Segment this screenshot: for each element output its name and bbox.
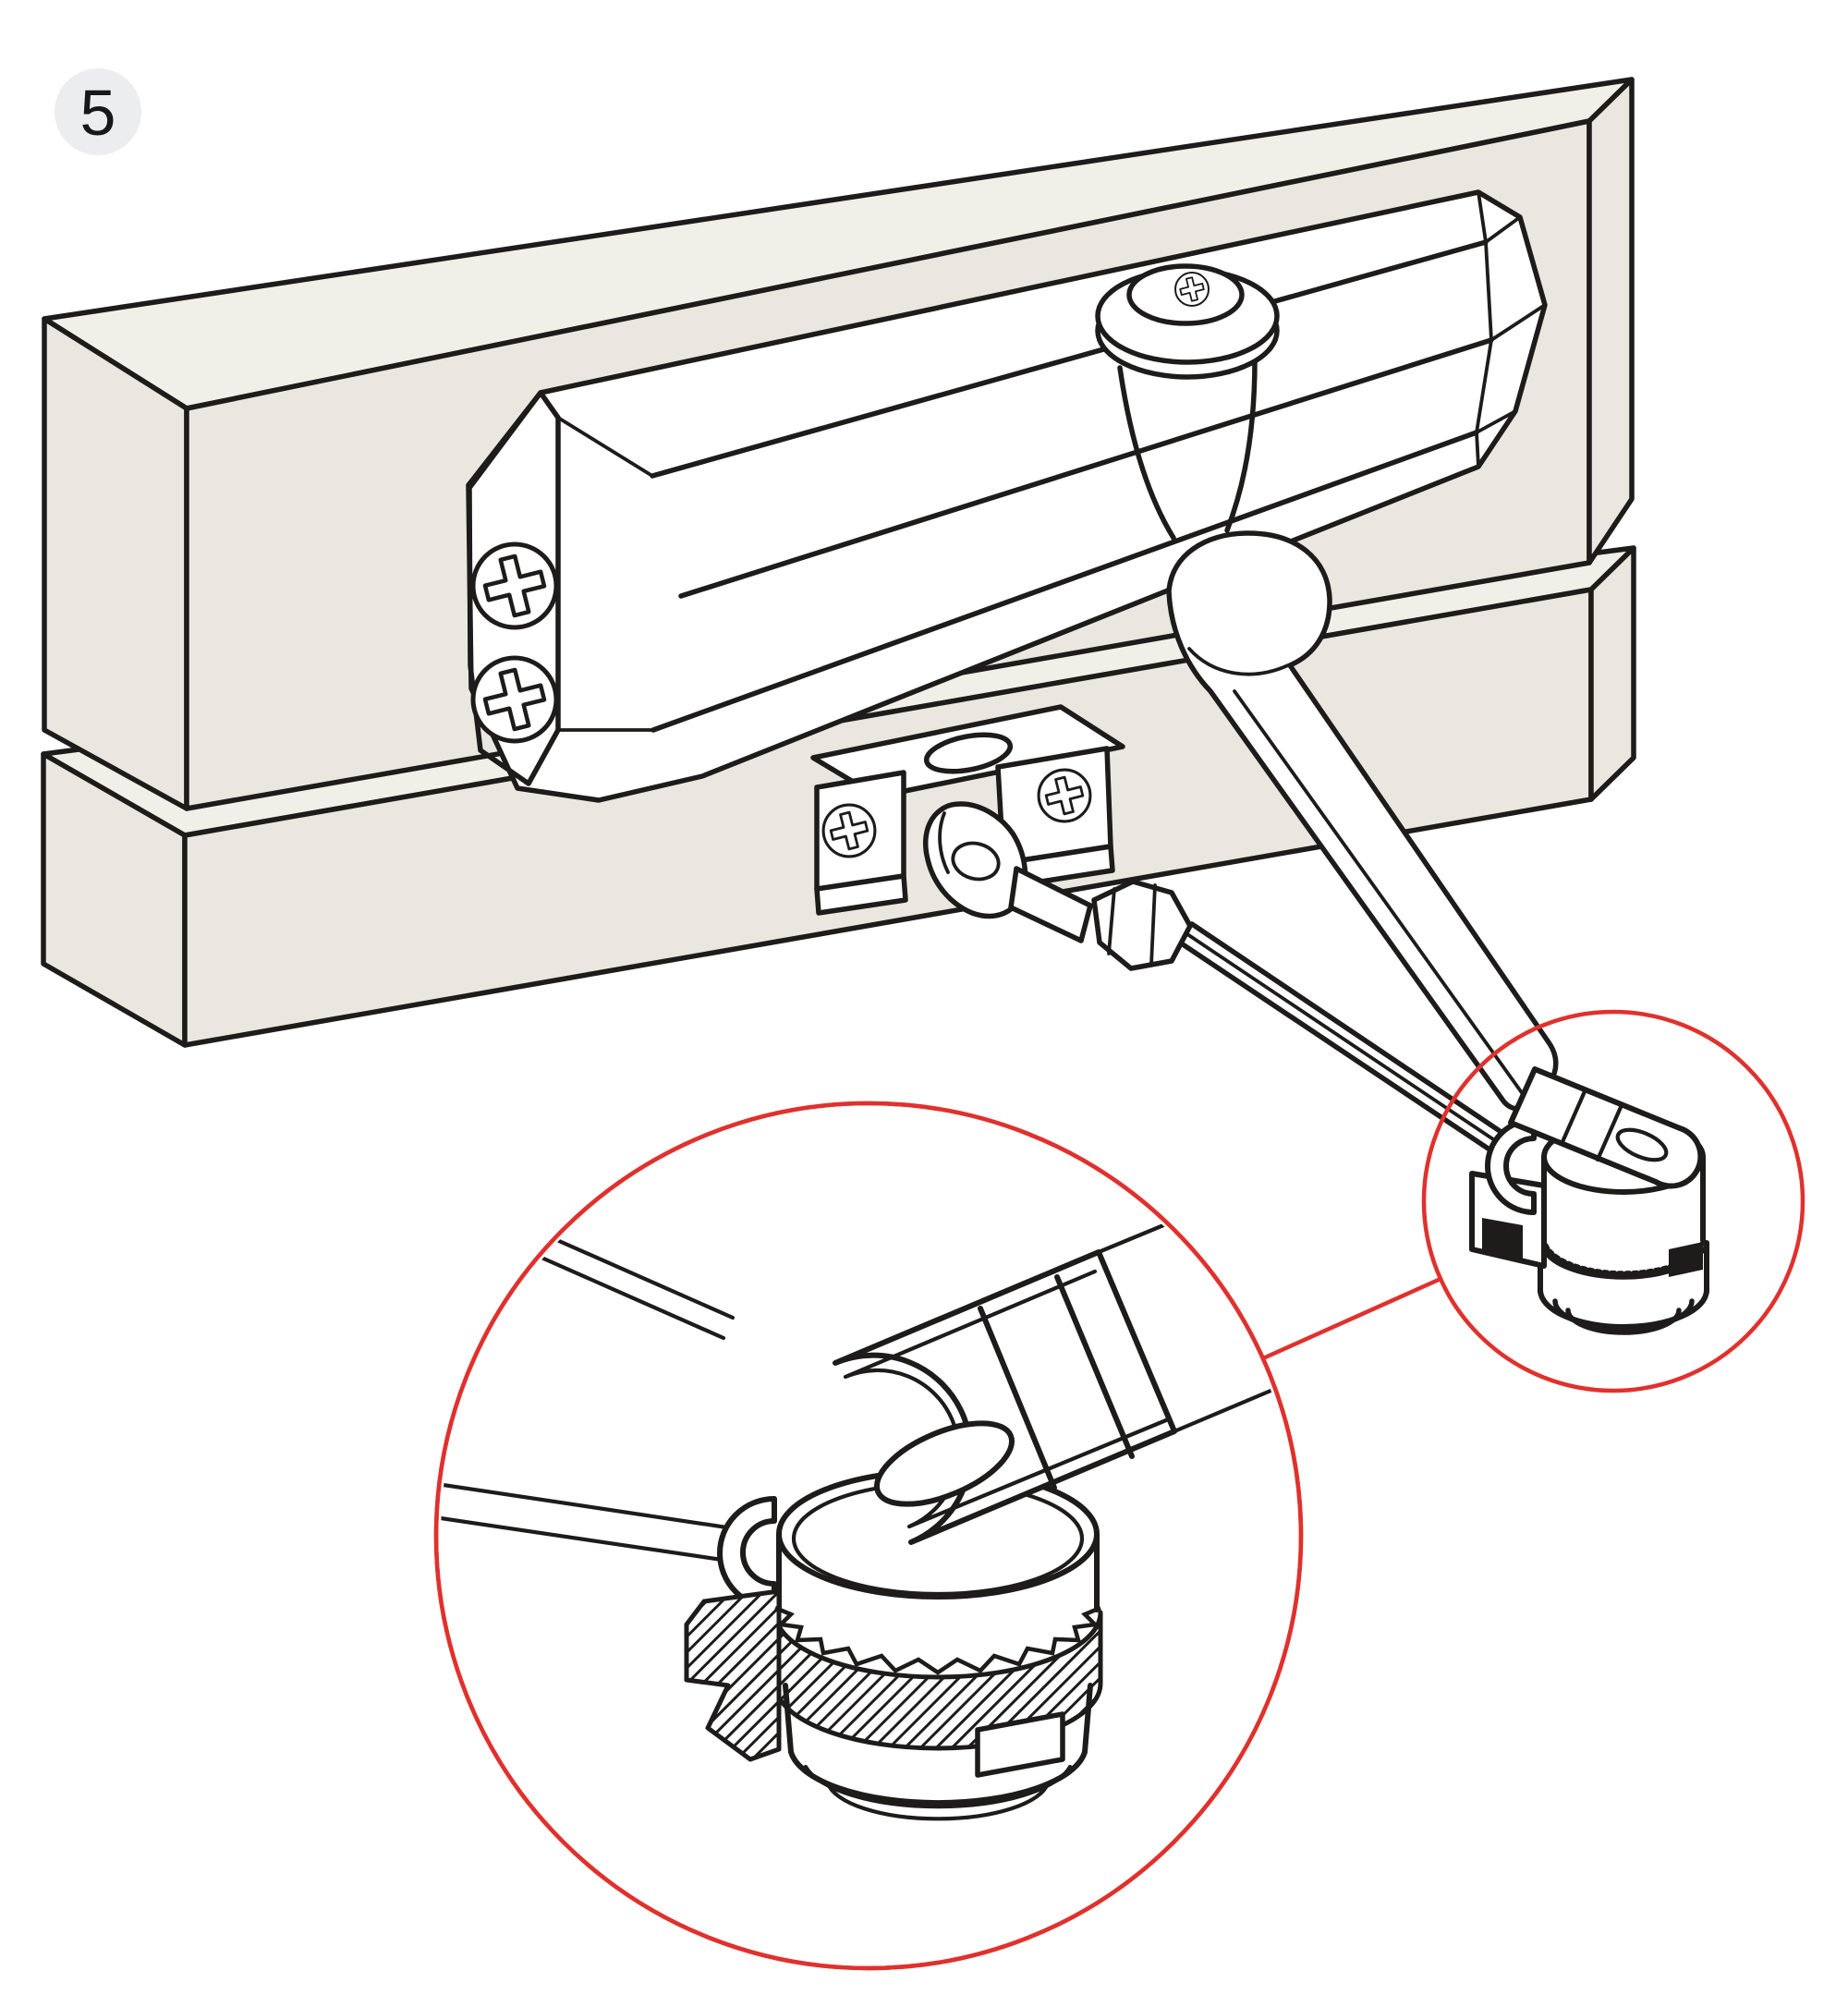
- detail-serration: [774, 1605, 1101, 1675]
- detail-notch-tab: [975, 1711, 1065, 1778]
- detail-magnified-elbow: [441, 1221, 1278, 1821]
- main-arm-hub-contour: [1187, 647, 1290, 676]
- knuckle-pin-hole: [951, 841, 1001, 882]
- rod-link: [1008, 866, 1093, 943]
- detail-strap: [833, 1249, 1177, 1545]
- detail-locking-cam: [684, 1588, 1103, 1762]
- knuckle-contour: [938, 811, 950, 874]
- elbow-clip: [1485, 1117, 1537, 1215]
- detail-drum-skirt: [783, 1683, 1093, 1821]
- detail-arm-end: [833, 1221, 1278, 1545]
- end-cap-plate: [467, 390, 561, 786]
- detail-rod-upper-pair: [539, 1235, 736, 1341]
- main-arm-thickness-line: [1233, 689, 1525, 1096]
- elbow-strap-hole: [1615, 1127, 1669, 1162]
- elbow-strap-segments: [1559, 1087, 1624, 1162]
- end-cap-bevel-edges: [556, 416, 655, 732]
- closer-body: [466, 189, 1548, 803]
- end-cap-screw-top: [473, 544, 556, 627]
- closer-end-cap: [467, 390, 655, 786]
- shoe-top-hole: [923, 732, 1014, 774]
- detail-strap-inner: [843, 1269, 1169, 1529]
- detail-skirt-walls: [783, 1683, 1093, 1755]
- body-ridge-middle: [678, 337, 1494, 599]
- detail-rod-lines: [441, 1235, 742, 1564]
- elbow-skirt-rim-2: [1565, 1308, 1682, 1335]
- rod-highlight: [1185, 932, 1512, 1152]
- callout-circle-large-ring: [433, 1101, 1304, 1971]
- shoe-left-lip: [814, 873, 908, 916]
- elbow-lower-rim: [1538, 1287, 1709, 1330]
- detail-arm-continuation: [1096, 1221, 1278, 1434]
- body-ridge-bottom: [650, 430, 1479, 733]
- main-arm-body: [1166, 530, 1559, 1112]
- frame-right-end-face: [1587, 77, 1635, 566]
- step-number: 5: [80, 77, 116, 149]
- callout-leader-line: [1262, 1276, 1441, 1361]
- rod-upper-edge: [1189, 921, 1516, 1143]
- detail-rod-lower-pair: [441, 1481, 742, 1564]
- detail-cam-tab: [684, 1588, 782, 1762]
- end-cap-screw-bottom: [473, 658, 556, 741]
- elbow-ratchet-joint: [1469, 1066, 1709, 1335]
- detail-cam-collar: [772, 1610, 1103, 1751]
- elbow-pawl-slot: [1482, 1218, 1523, 1262]
- body-ridge-top: [650, 239, 1489, 479]
- pinion-screw: [1173, 271, 1210, 308]
- elbow-skirt-rim-1: [1552, 1298, 1695, 1332]
- frame-left-end-face: [42, 316, 189, 811]
- arm-shoe-assembly: [810, 704, 1516, 1163]
- shoe-screw-left: [821, 803, 877, 858]
- main-arm: [1166, 530, 1559, 1112]
- callout-circle-small: [1421, 1009, 1805, 1393]
- pinion-assembly: [1095, 263, 1280, 541]
- pinion-boss-right-edge: [1224, 358, 1258, 533]
- detail-skirt-bottom: [825, 1781, 1051, 1821]
- hex-adjusting-nut: [1091, 879, 1193, 971]
- body-right-end-bevels: [1475, 215, 1547, 434]
- rod-lower-edge: [1180, 942, 1509, 1163]
- elbow-slot-right: [1669, 1242, 1703, 1277]
- step-badge-circle: [55, 68, 141, 155]
- detail-strap-segments: [978, 1274, 1135, 1490]
- pinion-boss-left-edge: [1117, 365, 1176, 541]
- door-right-end-face: [1588, 545, 1636, 802]
- hex-nut-facets: [1107, 883, 1157, 967]
- detail-strap-hole: [873, 1420, 1015, 1507]
- forearm-rod: [1180, 921, 1516, 1163]
- shoe-screw-right: [1037, 768, 1092, 823]
- step-badge: 5: [55, 68, 141, 155]
